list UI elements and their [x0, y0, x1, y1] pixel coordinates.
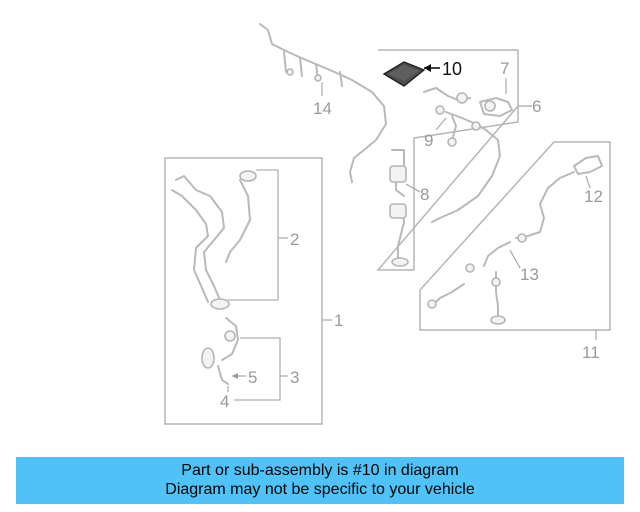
- leader-9: [435, 117, 447, 131]
- callout-8: 8: [420, 185, 429, 204]
- leader-12: [585, 175, 591, 189]
- connector-part-7: [479, 97, 513, 117]
- arrow-10-icon: [424, 64, 431, 72]
- callout-4: 4: [220, 392, 229, 411]
- banner-line-2: Diagram may not be specific to your vehi…: [165, 481, 475, 498]
- callout-6: 6: [532, 97, 541, 116]
- arrow-5-icon: [232, 373, 238, 379]
- callout-1: 1: [334, 311, 343, 330]
- callout-3: 3: [290, 368, 299, 387]
- leader-13: [509, 249, 521, 269]
- pipe-part-14: [259, 23, 387, 183]
- callout-10: 10: [442, 59, 462, 79]
- parts-diagram: 14 10 7 6 9 8 11: [164, 23, 611, 425]
- valve-part-8: [389, 149, 409, 267]
- callout-7: 7: [500, 59, 509, 78]
- bracket-2: [228, 169, 279, 301]
- leader-8: [405, 183, 421, 193]
- group-frame-11: [419, 141, 611, 331]
- callout-12: 12: [584, 187, 603, 206]
- group-frame-6: [376, 49, 532, 271]
- group-frame-1: [164, 157, 323, 425]
- part-10-highlighted: [382, 61, 426, 87]
- filler-neck-part-1: [171, 170, 257, 310]
- hose-assembly-11: [427, 155, 603, 325]
- callout-5: 5: [248, 368, 257, 387]
- hose-assembly-6: [423, 87, 501, 223]
- callout-2: 2: [290, 230, 299, 249]
- callout-11: 11: [582, 343, 600, 362]
- hose-part-3: [201, 317, 239, 385]
- bracket-3: [234, 337, 281, 401]
- callout-14: 14: [313, 99, 332, 118]
- part-info-banner: Part or sub-assembly is #10 in diagram D…: [16, 457, 624, 504]
- callout-13: 13: [520, 265, 539, 284]
- callout-9: 9: [424, 131, 433, 150]
- banner-line-1: Part or sub-assembly is #10 in diagram: [181, 462, 459, 479]
